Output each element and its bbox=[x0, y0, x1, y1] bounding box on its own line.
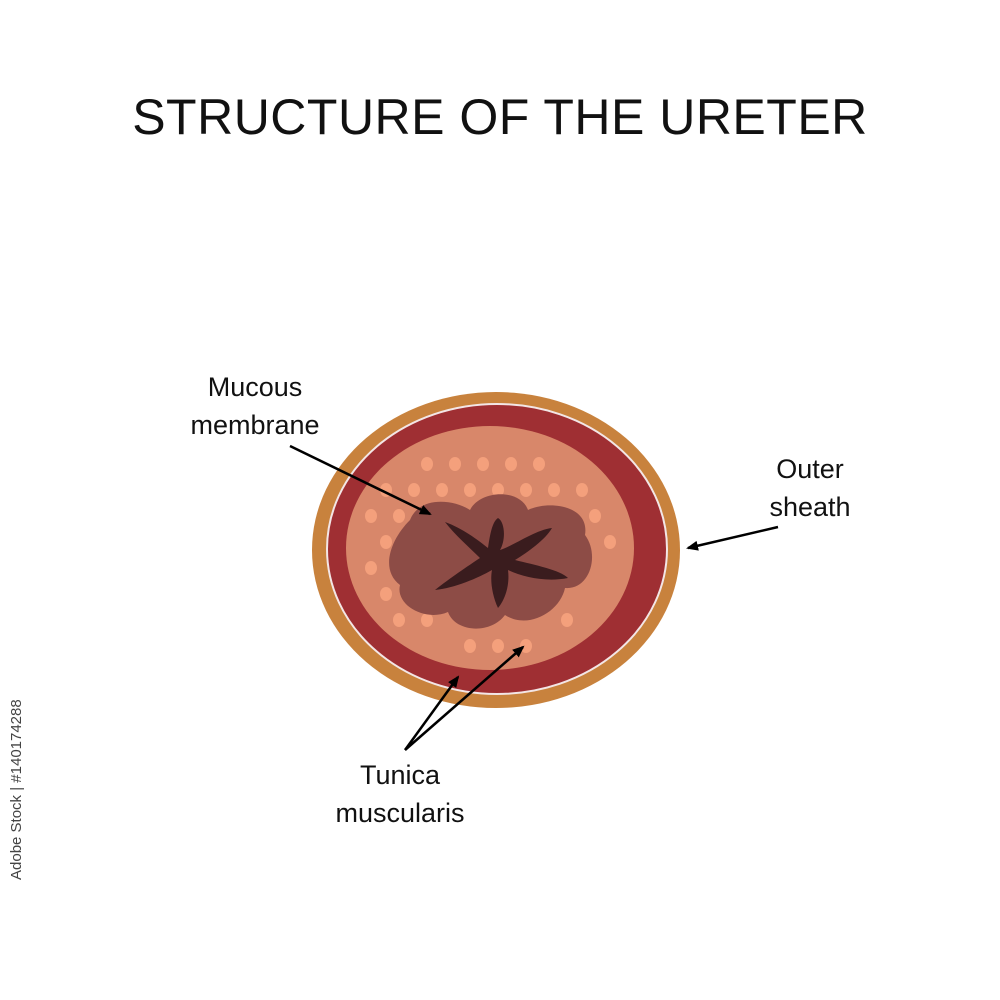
stock-id-watermark: Adobe Stock | #140174288 bbox=[8, 699, 25, 880]
muscle-dot bbox=[464, 639, 476, 653]
muscle-dot bbox=[589, 509, 601, 523]
muscle-dot bbox=[408, 483, 420, 497]
muscle-dot bbox=[393, 613, 405, 627]
muscle-dot bbox=[548, 483, 560, 497]
muscle-dot bbox=[604, 535, 616, 549]
muscle-dot bbox=[505, 457, 517, 471]
muscle-dot bbox=[421, 457, 433, 471]
muscle-dot bbox=[449, 457, 461, 471]
muscle-dots bbox=[365, 457, 616, 653]
outer-sheath-arrow bbox=[686, 525, 779, 551]
muscle-dot bbox=[380, 535, 392, 549]
muscle-dot bbox=[492, 483, 504, 497]
muscle-dot bbox=[380, 587, 392, 601]
muscle-dot bbox=[365, 561, 377, 575]
outer-sheath-label: Outer sheath bbox=[750, 450, 870, 526]
outer-label-line2: sheath bbox=[769, 492, 851, 522]
tunica-muscularis-label: Tunica muscularis bbox=[315, 756, 485, 832]
tunica-label-line2: muscularis bbox=[335, 798, 465, 828]
mucous-label-line1: Mucous bbox=[207, 372, 303, 402]
muscle-dot bbox=[561, 613, 573, 627]
mucous-membrane-label: Mucous membrane bbox=[180, 368, 330, 444]
tunica-arrow-inner bbox=[404, 645, 525, 751]
outer-label-line1: Outer bbox=[776, 454, 844, 484]
mucous-label-line2: membrane bbox=[190, 410, 320, 440]
tunica-arrow-outer bbox=[403, 675, 460, 751]
muscle-dot bbox=[520, 639, 532, 653]
muscle-dot bbox=[393, 509, 405, 523]
muscle-dot bbox=[365, 509, 377, 523]
muscle-dot bbox=[520, 483, 532, 497]
page-title: STRUCTURE OF THE URETER bbox=[132, 89, 868, 145]
muscle-dot bbox=[421, 613, 433, 627]
muscle-dot bbox=[464, 483, 476, 497]
tunica-label-line1: Tunica bbox=[359, 760, 441, 790]
mucous-membrane-arrow bbox=[289, 444, 432, 516]
muscle-dot bbox=[477, 457, 489, 471]
muscle-dot bbox=[576, 483, 588, 497]
lumen bbox=[435, 518, 568, 608]
muscle-dot bbox=[492, 639, 504, 653]
muscle-boundary-line bbox=[326, 403, 668, 695]
muscle-dot bbox=[533, 457, 545, 471]
muscle-dot bbox=[436, 483, 448, 497]
